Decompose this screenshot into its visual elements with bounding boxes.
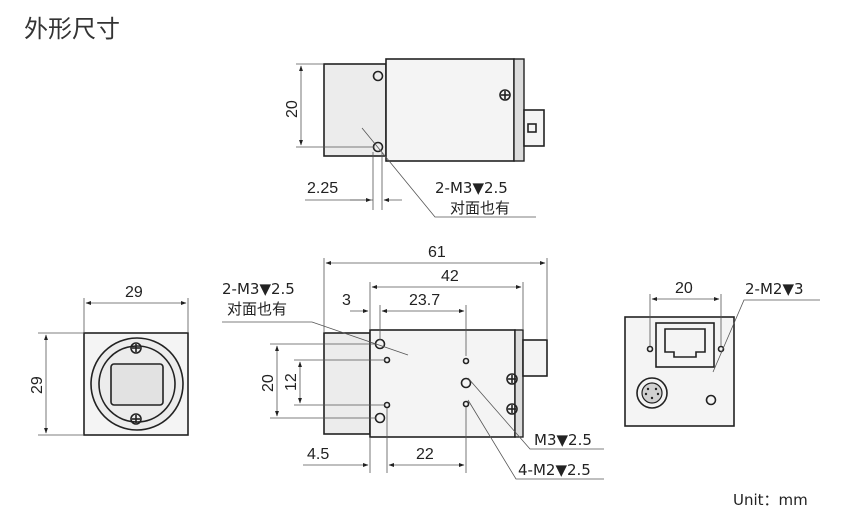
side-m2-leader <box>467 399 604 480</box>
rear-panel <box>624 316 735 427</box>
unit-label: Unit：mm <box>733 491 808 509</box>
side-both-sides-note: 对面也有 <box>227 300 287 318</box>
top-both-sides-note: 对面也有 <box>450 199 510 217</box>
side-hole-m2-4 <box>462 400 470 408</box>
side-body <box>369 329 516 438</box>
top-rear-plate <box>513 58 525 162</box>
top-body <box>385 58 515 162</box>
io-connector-icon <box>636 377 668 409</box>
front-view: 29 29 <box>29 284 189 436</box>
top-thread-leader <box>361 127 536 218</box>
drawing-title: 外形尺寸 <box>24 15 120 43</box>
side-dim-3-label: 3 <box>342 292 351 309</box>
side-rear-plate <box>514 329 524 438</box>
side-thread-leader <box>222 321 409 356</box>
top-view: 20 2.25 2-M3▼2.5 对面也有 <box>284 58 545 218</box>
top-dim-2-25-label: 2.25 <box>307 180 338 197</box>
side-screw-top-icon <box>506 373 518 385</box>
rear-hole-left <box>646 345 654 353</box>
side-dim-61-label: 61 <box>428 244 446 261</box>
side-lens-mount <box>323 332 371 435</box>
rear-led-indicator <box>705 394 717 406</box>
front-dim-width-label: 29 <box>125 284 143 301</box>
rear-thread-note: 2-M2▼3 <box>745 280 804 298</box>
top-dim-20-label: 20 <box>284 100 301 118</box>
front-sensor-window <box>110 363 164 406</box>
top-screw-icon <box>499 89 511 101</box>
side-dim-42-label: 42 <box>441 268 459 285</box>
top-connector-slot <box>527 123 537 133</box>
rear-hole-right <box>717 345 725 353</box>
top-thread-note: 2-M3▼2.5 <box>435 179 508 197</box>
ethernet-port-icon <box>664 328 706 358</box>
side-thread-note: 2-M3▼2.5 <box>222 280 295 298</box>
side-hole-m3-mid <box>460 377 472 389</box>
side-hole-m2-3 <box>462 357 470 365</box>
side-m2-note: 4-M2▼2.5 <box>518 461 591 479</box>
side-dim-23-7-label: 23.7 <box>409 292 440 309</box>
side-m3-leader <box>467 377 604 450</box>
front-screw-top-icon <box>130 342 142 354</box>
side-connector <box>522 339 548 377</box>
side-dim-12-label: 12 <box>283 373 300 391</box>
rear-rj45-frame <box>655 322 715 368</box>
front-screw-bottom-icon <box>130 413 142 425</box>
front-lens-inner <box>98 345 176 423</box>
side-screw-bottom-icon <box>506 403 518 415</box>
top-thread-hole-1 <box>372 70 384 82</box>
side-m3-note: M3▼2.5 <box>534 431 592 449</box>
side-dim-4-5-label: 4.5 <box>307 446 329 463</box>
side-dim-22-label: 22 <box>416 446 434 463</box>
front-dim-height-label: 29 <box>29 376 46 394</box>
rear-thread-leader <box>712 299 820 373</box>
side-dim-20-label: 20 <box>260 374 277 392</box>
top-connector <box>523 109 545 147</box>
side-view: 61 42 3 23.7 20 12 4.5 22 2-M3▼2.5 <box>222 244 604 480</box>
rear-dim-20-label: 20 <box>675 280 693 297</box>
rear-view: 20 2-M2▼3 <box>624 280 820 427</box>
